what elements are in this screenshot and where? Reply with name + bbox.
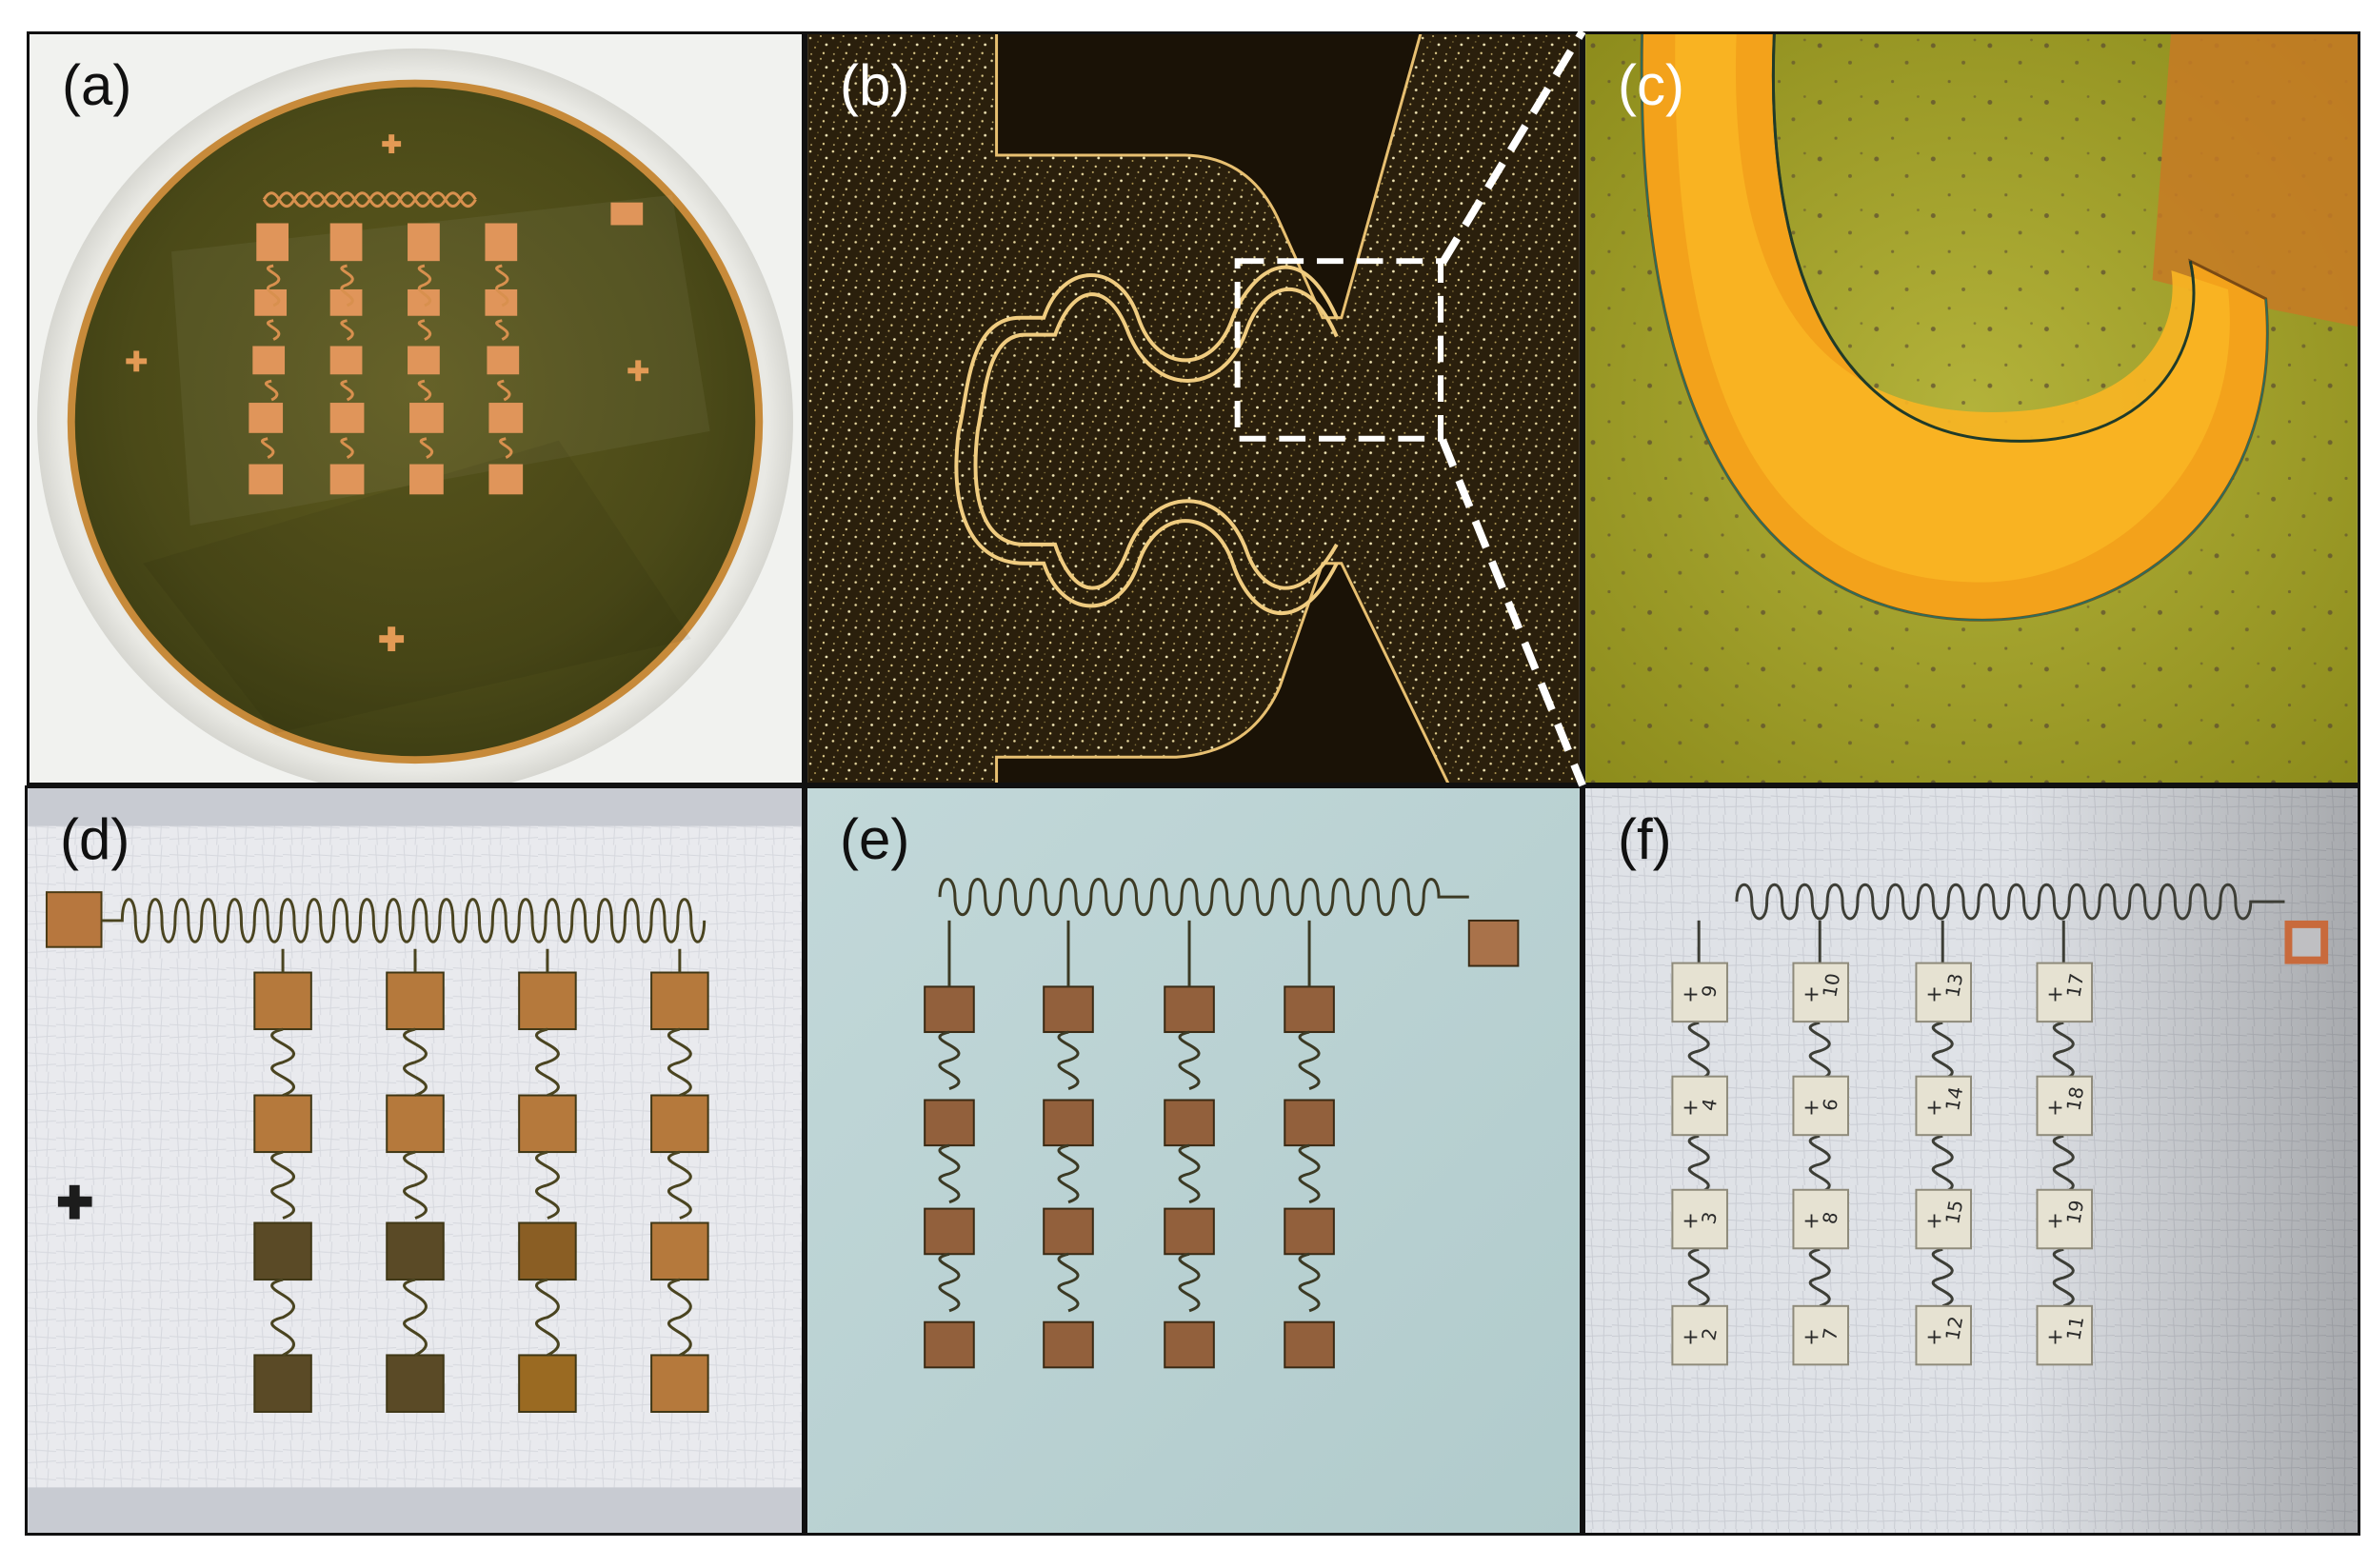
pad-number-label: 13: [1941, 972, 1967, 1000]
pad-number-label: 14: [1941, 1085, 1967, 1113]
labelled-pad: [2036, 962, 2094, 1023]
pad-number-label: 4: [1698, 1097, 1722, 1112]
panel-label-f: (f): [1618, 807, 1672, 871]
interconnect-serpentine: [101, 898, 707, 943]
pad-number-label: 11: [2062, 1315, 2088, 1342]
sensor-pads: [253, 971, 709, 1413]
panel-label-b: (b): [840, 53, 910, 117]
pad-plus-mark: +: [1802, 982, 1820, 1006]
labelled-pad: [1671, 1188, 1728, 1250]
pad-plus-mark: +: [1925, 1209, 1942, 1233]
pad-plus-mark: +: [1925, 982, 1942, 1006]
pad-plus-mark: +: [1802, 1326, 1820, 1350]
pad-plus-mark: +: [1682, 1326, 1699, 1350]
labelled-pad: [1671, 1075, 1728, 1137]
pad-number-label: 12: [1941, 1315, 1967, 1342]
panel-c-zoomed-micrograph: (c): [1583, 31, 2360, 785]
pad-plus-mark: +: [1682, 1209, 1699, 1233]
device-labelled-image: +9+10+13+17+4+6+14+18+3+8+15+19+2+7+12+1…: [1585, 788, 2358, 1533]
zoom-box: [1234, 258, 1443, 442]
alignment-marks: [126, 134, 649, 652]
pad-plus-mark: +: [1802, 1209, 1820, 1233]
pad-plus-mark: +: [1802, 1096, 1820, 1120]
pad-number-label: 15: [1941, 1199, 1967, 1226]
labelled-pad: [1915, 1304, 1972, 1366]
panel-label-d: (d): [60, 807, 130, 871]
panel-label-e: (e): [840, 807, 910, 871]
pad-plus-mark: +: [2046, 982, 2063, 1006]
device-tissue-image: [28, 788, 802, 1533]
electrode-pads: [995, 34, 1450, 783]
pad-plus-mark: +: [1925, 1096, 1942, 1120]
vertical-serpentines: [1687, 920, 2075, 1308]
panel-a-wafer-photo: (a): [27, 31, 805, 785]
labelled-pad: [1792, 1188, 1849, 1250]
labelled-pad: [2036, 1304, 2094, 1366]
panel-e-device-released: (e): [805, 785, 1583, 1536]
labelled-pad: [1671, 962, 1728, 1023]
interconnect-serpentine: [938, 878, 1469, 916]
labelled-pad: [1792, 1304, 1849, 1366]
panel-label-c: (c): [1618, 53, 1684, 117]
labelled-pad: [2036, 1075, 2094, 1137]
labelled-pad: [1915, 962, 1972, 1023]
labelled-pad: [1792, 962, 1849, 1023]
pad-plus-mark: +: [2046, 1326, 2063, 1350]
pad-plus-mark: +: [2046, 1096, 2063, 1120]
labelled-pad: [1915, 1075, 1972, 1137]
labelled-pad: [1792, 1075, 1849, 1137]
pad-number-label: 3: [1698, 1210, 1722, 1225]
pad-overlap: [2152, 34, 2358, 327]
sensor-pads: [924, 985, 1335, 1369]
pad-number-label: 7: [1819, 1326, 1842, 1341]
plus-marker: [57, 1184, 92, 1220]
corner-pad: [45, 891, 103, 948]
interconnect-serpentine: [1735, 883, 2285, 921]
labelled-pad: [1915, 1188, 1972, 1250]
panel-b-micrograph: (b): [805, 31, 1583, 785]
vertical-serpentines: [270, 948, 692, 1357]
labelled-pad-grid: +9+10+13+17+4+6+14+18+3+8+15+19+2+7+12+1…: [1671, 962, 2094, 1366]
pad-number-label: 8: [1819, 1210, 1842, 1225]
pad-number-label: 10: [1819, 972, 1844, 1000]
labelled-pad: [1671, 1304, 1728, 1366]
panel-label-a: (a): [62, 53, 132, 117]
pad-number-label: 9: [1698, 983, 1722, 999]
wafer-serpentine-array: [249, 191, 644, 495]
serpentine-trace: [954, 265, 1339, 616]
pad-plus-mark: +: [2046, 1209, 2063, 1233]
pad-number-label: 19: [2062, 1199, 2088, 1226]
device-released-image: [807, 788, 1580, 1533]
vertical-serpentines: [938, 920, 1321, 1313]
wafer-image: [30, 34, 802, 783]
pad-number-label: 18: [2062, 1085, 2088, 1113]
labelled-pad: [2036, 1188, 2094, 1250]
pad-plus-mark: +: [1925, 1326, 1942, 1350]
pad-number-label: 6: [1819, 1097, 1842, 1112]
pad-number-label: 17: [2062, 972, 2088, 1000]
panel-d-device-on-tissue: (d): [25, 785, 805, 1536]
pad-number-label: 2: [1698, 1326, 1722, 1341]
panel-f-device-labelled: +9+10+13+17+4+6+14+18+3+8+15+19+2+7+12+1…: [1583, 785, 2360, 1536]
pad-plus-mark: +: [1682, 982, 1699, 1006]
zoomed-micrograph-image: [1585, 34, 2358, 783]
micrograph-image: [807, 34, 1580, 783]
corner-pad: [1467, 919, 1520, 967]
pad-plus-mark: +: [1682, 1096, 1699, 1120]
